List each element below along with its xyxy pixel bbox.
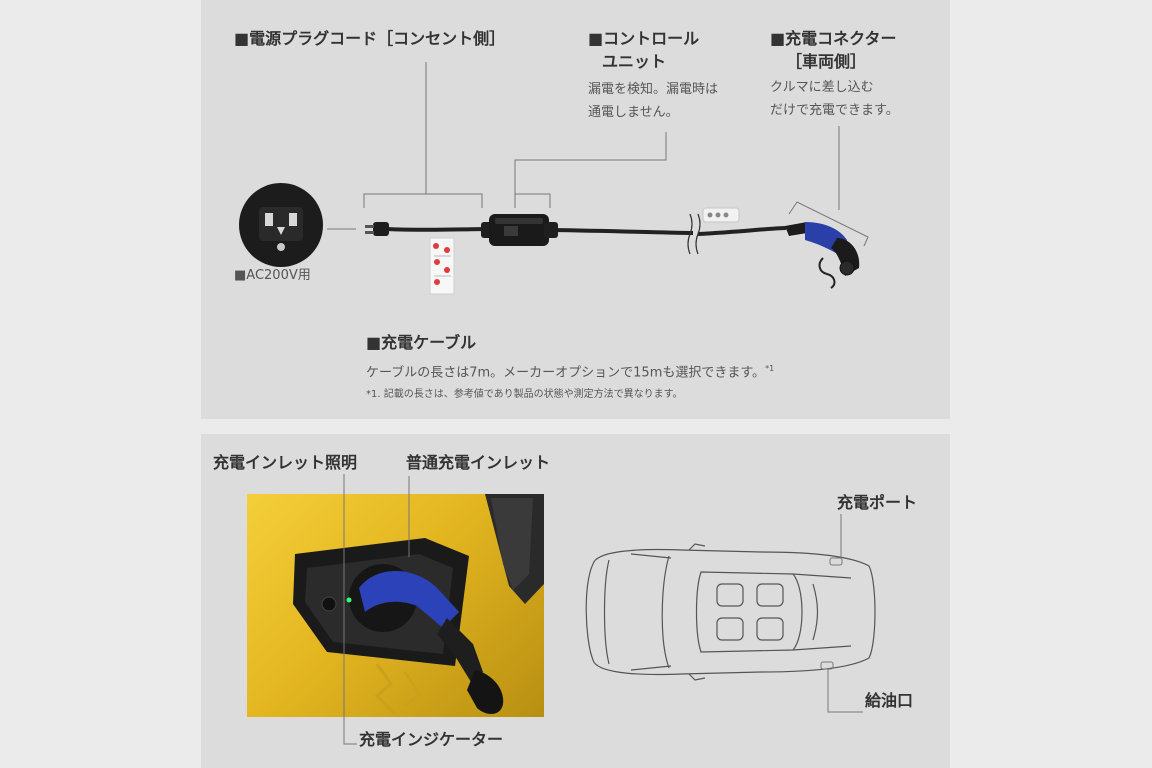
cable-label-tag xyxy=(702,207,740,223)
leader-lines-bottom xyxy=(343,474,863,745)
control-unit-desc-2: 通電しません。 xyxy=(588,105,679,120)
cable-title: ■充電ケーブル xyxy=(366,333,477,352)
outlet-label: ■AC200V用 xyxy=(234,268,311,283)
plug-cord-title: ■電源プラグコード［コンセント側］ xyxy=(234,29,506,48)
control-unit-desc-1: 漏電を検知。漏電時は xyxy=(588,82,719,97)
charge-connector-title-1: ■充電コネクター xyxy=(770,29,897,48)
inlet-light-label: 充電インレット照明 xyxy=(213,453,358,472)
leader-lines xyxy=(327,62,869,247)
charge-connector-desc-2: だけで充電できます。 xyxy=(770,103,899,118)
outlet-socket xyxy=(239,183,323,267)
charging-inlet-photo xyxy=(247,494,544,717)
charge-connector-desc-1: クルマに差し込む xyxy=(770,80,874,95)
warning-tag xyxy=(429,237,455,295)
car-port-marks xyxy=(820,557,843,670)
control-unit-title-1: ■コントロール xyxy=(588,29,700,48)
car-top-view xyxy=(343,474,876,745)
charging-inlet-illustration xyxy=(293,494,544,716)
cable-footnote: *1. 記載の長さは、参考値であり製品の状態や測定方法で異なります。 xyxy=(366,389,683,400)
car-outline xyxy=(585,543,876,681)
charge-connector xyxy=(785,222,860,289)
charge-port-label: 充電ポート xyxy=(837,493,918,512)
cable-desc: ケーブルの長さは7m。メーカーオプションで15mも選択できます。 xyxy=(366,365,766,381)
normal-inlet-label: 普通充電インレット xyxy=(406,453,551,472)
fuel-port-label: 給油口 xyxy=(865,691,914,710)
charge-connector-title-2: ［車両側］ xyxy=(786,52,867,71)
cable-note-mark: *1 xyxy=(765,364,775,373)
cable-diagram xyxy=(327,62,869,295)
outlet-face-icon xyxy=(259,207,303,251)
power-plug xyxy=(365,222,389,236)
control-unit-box xyxy=(481,214,558,246)
charging-cable-panel: ■電源プラグコード［コンセント側］ ■コントロール ユニット 漏電を検知。漏電時… xyxy=(201,0,950,419)
indicator-label: 充電インジケーター xyxy=(359,730,504,749)
control-unit-title-2: ユニット xyxy=(602,52,667,71)
charging-port-panel: 充電インレット照明 普通充電インレット 充電インジケーター 充電ポート 給油口 xyxy=(201,434,950,768)
